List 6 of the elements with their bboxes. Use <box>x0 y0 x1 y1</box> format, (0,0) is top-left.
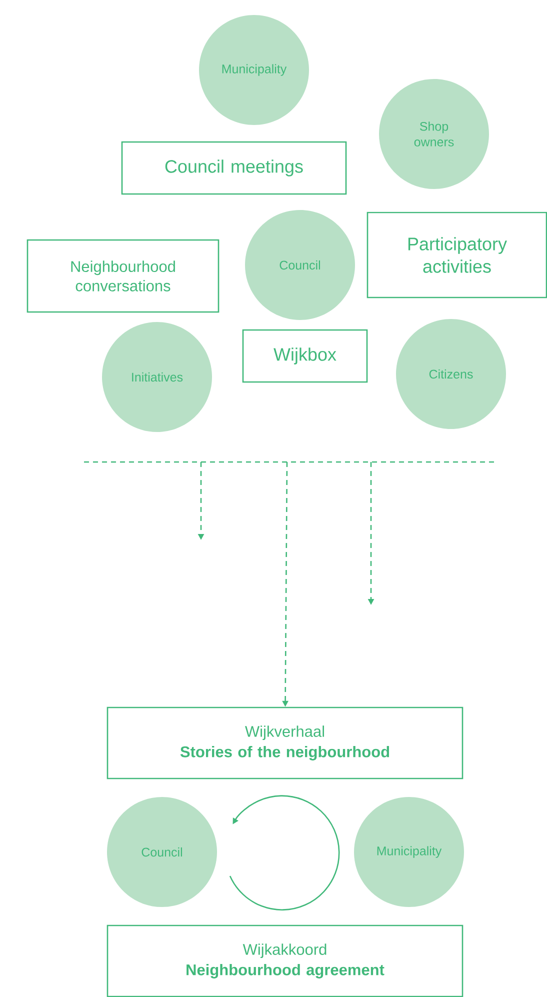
activity-box: Wijkbox <box>242 329 368 383</box>
activity-box: Council meetings <box>121 141 347 195</box>
outcome-box: Wijkakkoord Neighbourhood agreement <box>106 924 464 997</box>
activity-box: Neighbourhood conversations <box>26 239 220 313</box>
activity-box: Participatory activities <box>366 212 547 298</box>
outcome-box: Wijkverhaal Stories of the neigbourhood <box>106 706 464 780</box>
